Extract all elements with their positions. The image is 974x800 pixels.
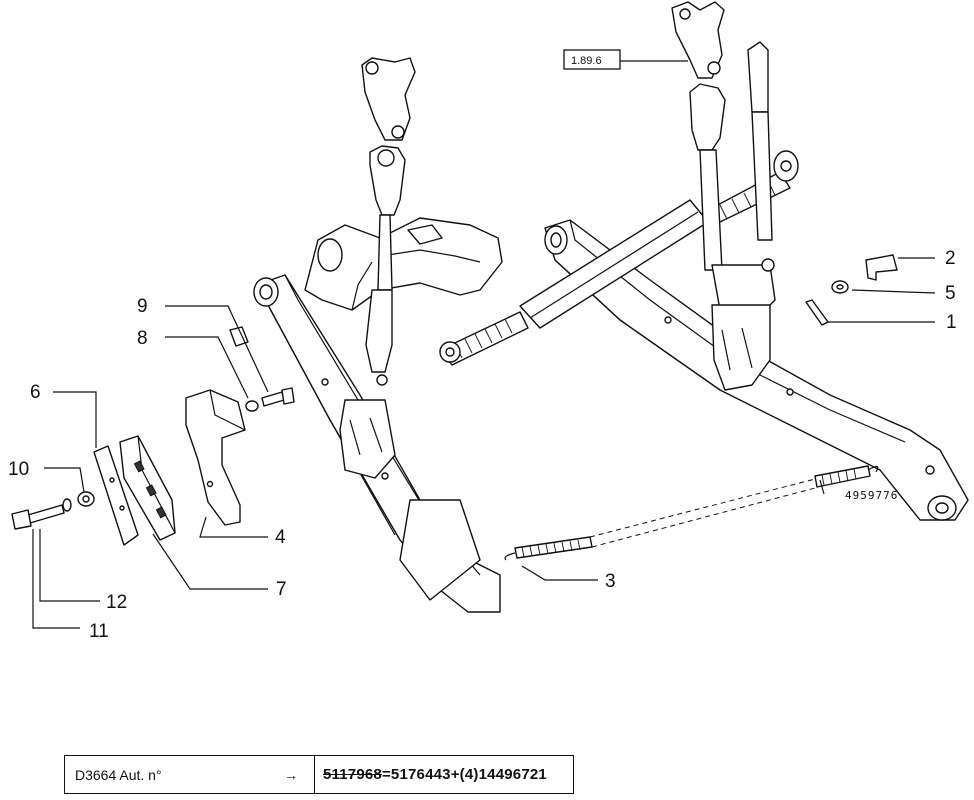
callout-1: 1 [946,312,957,333]
bolt-part-11 [11,504,65,530]
footer-code-label: D3664 Aut. n° [75,766,162,783]
callout-4: 4 [275,527,286,548]
reference-box-text: 1.89.6 [571,55,602,67]
left-bracket-housing [304,217,503,311]
footer-arrow: → [284,766,298,783]
footer-number-rest: =5176443+(4)14496721 [381,766,547,783]
nut-part-8 [229,326,259,412]
block-part-7 [119,435,176,541]
callout-11: 11 [89,621,109,642]
washer-part-5 [831,280,849,294]
callout-3: 3 [605,571,616,592]
reference-box: 1.89.6 [563,49,621,70]
callout-10: 10 [8,459,29,480]
lock-part-2 [865,254,898,281]
plate-part-6 [93,445,139,546]
callout-9: 9 [137,296,148,317]
bracket-part-4 [185,389,246,526]
part-stamp: 4959776 [845,489,898,502]
bolt-part-9 [261,387,295,407]
callout-7: 7 [276,579,287,600]
callout-labels: 1 2 3 4 5 6 7 8 9 10 11 12 [8,248,957,642]
footer-table: D3664 Aut. n° → 5117968=5176443+(4)14496… [64,755,574,794]
leader-lines [32,60,936,629]
footer-number-cell: 5117968=5176443+(4)14496721 [315,756,573,793]
right-lift-rod [671,1,776,391]
callout-5: 5 [945,283,956,304]
callout-8: 8 [137,328,148,349]
washer-part-12 [62,498,72,512]
washer-part-10 [77,491,95,507]
callout-6: 6 [30,382,41,403]
callout-12: 12 [106,592,127,613]
left-lift-rod [339,57,416,479]
footer-number-struck: 5117968 [323,766,382,783]
footer-code-cell: D3664 Aut. n° → [65,756,315,793]
callout-2: 2 [945,248,956,269]
pin-part-1 [805,299,829,326]
spring-part-3 [504,465,879,561]
